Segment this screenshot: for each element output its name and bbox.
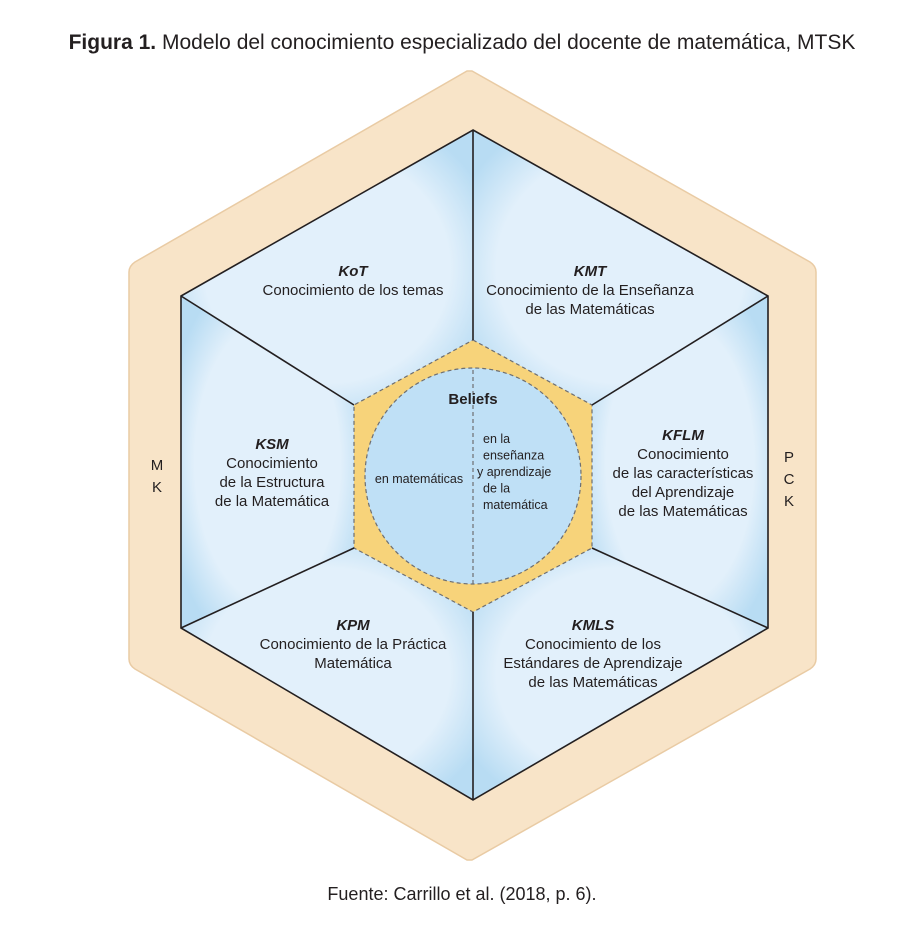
- beliefs-left-label: en matemáticas: [375, 472, 463, 486]
- beliefs-right-line: matemática: [483, 498, 548, 512]
- beliefs-right-label: en la enseñanza y aprendizaje de la matemáti…: [477, 432, 551, 512]
- segment-description-line: Conocimiento: [637, 446, 729, 463]
- segment-label-kflm: KFLM Conocimiento de las características de…: [613, 427, 754, 520]
- figure-title: Figura 1. Modelo del conocimiento especi…: [0, 30, 924, 56]
- segment-kpm: [181, 296, 354, 628]
- segment-boundaries: [180, 129, 769, 801]
- segment-description-line: Conocimiento de los temas: [263, 282, 444, 299]
- side-letter: K: [152, 479, 162, 496]
- segment-description-line: de la Estructura: [219, 474, 325, 491]
- segment-code: KSM: [255, 436, 289, 453]
- segment-description-line: de la Matemática: [215, 493, 330, 510]
- segment-description-line: de las Matemáticas: [525, 301, 654, 318]
- segment-code: KMLS: [572, 617, 615, 634]
- beliefs-right-line: y aprendizaje: [477, 465, 551, 479]
- segment-spoke: [591, 295, 769, 406]
- figure-source: Fuente: Carrillo et al. (2018, p. 6).: [327, 884, 597, 904]
- side-letter: K: [784, 493, 794, 510]
- segment-label-kot: KoT Conocimiento de los temas: [263, 263, 444, 299]
- segment-description-line: del Aprendizaje: [632, 484, 735, 501]
- segment-kot: [473, 130, 768, 405]
- side-letter: P: [784, 449, 794, 466]
- figure-title-text: Modelo del conocimiento especializado de…: [161, 31, 856, 54]
- beliefs-right-line: en la: [483, 432, 510, 446]
- segment-kflm: [473, 548, 768, 800]
- segment-label-kmt: KMT Conocimiento de la Enseñanza de las Ma…: [486, 263, 694, 318]
- segment-description-line: Conocimiento de la Práctica: [260, 636, 447, 653]
- side-letter: M: [151, 457, 164, 474]
- knowledge-segments: [181, 130, 768, 800]
- segment-description-line: Estándares de Aprendizaje: [503, 655, 682, 672]
- segment-label-ksm: KSM Conocimiento de la Estructura de la Mat…: [215, 436, 330, 510]
- figure-title-label: Figura 1.: [68, 31, 157, 54]
- segment-code: KPM: [336, 617, 370, 634]
- segment-description-line: Conocimiento: [226, 455, 318, 472]
- segment-ksm: [181, 130, 473, 405]
- segment-description-line: de las Matemáticas: [618, 503, 747, 520]
- beliefs-right-line: de la: [483, 482, 510, 496]
- segment-description-line: Conocimiento de los: [525, 636, 661, 653]
- segment-spoke: [180, 547, 355, 629]
- segment-labels: KoT Conocimiento de los temas KMT Conocimie…: [215, 263, 754, 691]
- segment-kmls: [181, 548, 473, 800]
- side-letter: C: [784, 471, 795, 488]
- segment-code: KMT: [574, 263, 608, 280]
- segment-code: KFLM: [662, 427, 704, 444]
- beliefs-title: Beliefs: [448, 391, 497, 408]
- segment-description-line: de las Matemáticas: [528, 674, 657, 691]
- segment-description-line: Conocimiento de la Enseñanza: [486, 282, 694, 299]
- segment-kmt: [592, 296, 768, 628]
- beliefs-right-line: enseñanza: [483, 449, 544, 463]
- segment-description-line: Matemática: [314, 655, 392, 672]
- segment-code: KoT: [338, 263, 369, 280]
- segment-spoke: [180, 295, 355, 406]
- segment-spoke: [591, 547, 769, 629]
- segment-description-line: de las características: [613, 465, 754, 482]
